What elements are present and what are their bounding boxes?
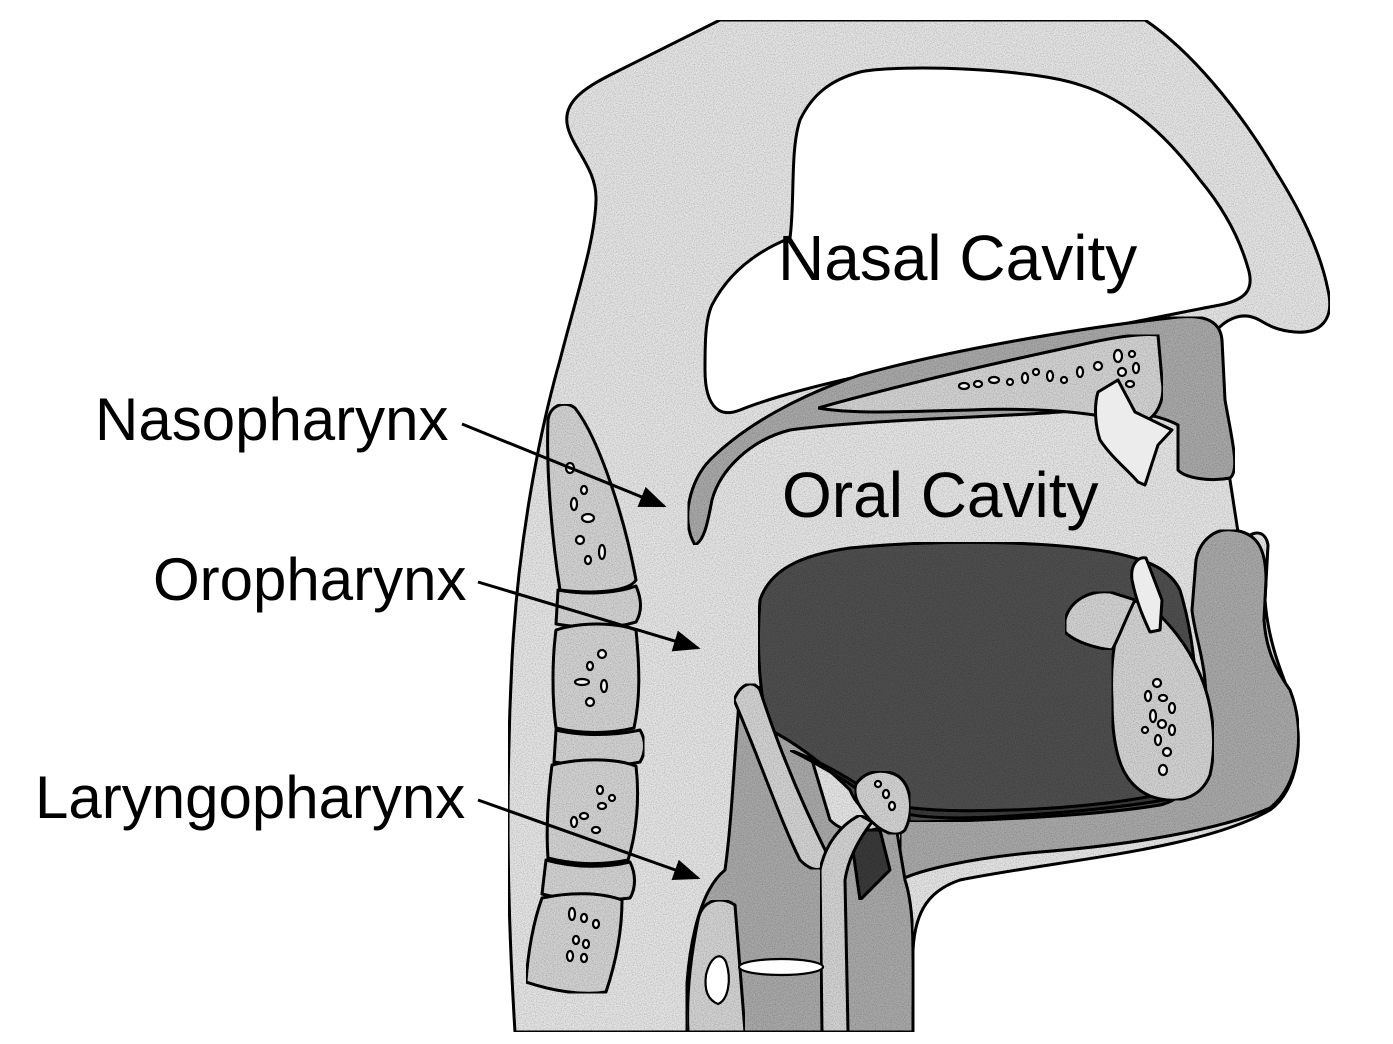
vertebra-c2 (546, 402, 638, 594)
label-nasal-cavity: Nasal Cavity (778, 222, 1137, 294)
disc-1 (554, 584, 642, 629)
upper-incisor (1094, 378, 1174, 487)
label-nasopharynx: Nasopharynx (95, 386, 449, 453)
arrow-oropharynx (477, 580, 701, 652)
hyoid-bone (853, 769, 912, 836)
cricoid-ring (737, 957, 825, 977)
palate-marrow-holes (957, 348, 1141, 391)
vertebra-c3 (551, 622, 641, 734)
nasal-cavity-space (703, 66, 1252, 414)
label-oral-cavity: Oral Cavity (782, 459, 1099, 531)
hyoid-marrow-holes (873, 779, 897, 812)
lower-incisor (1130, 556, 1164, 634)
vertebra-marrow-holes (564, 461, 617, 964)
arrow-laryngopharynx (477, 798, 701, 881)
thyroid-inner (704, 955, 730, 1006)
trachea-airway (818, 813, 874, 1034)
mandible-marrow-holes (1140, 677, 1177, 777)
arrow-nasopharynx (461, 422, 667, 508)
label-oropharynx: Oropharynx (153, 546, 466, 613)
label-laryngopharynx: Laryngopharynx (35, 764, 465, 831)
mandible-front (1063, 590, 1137, 652)
vertebra-c4 (545, 758, 640, 866)
